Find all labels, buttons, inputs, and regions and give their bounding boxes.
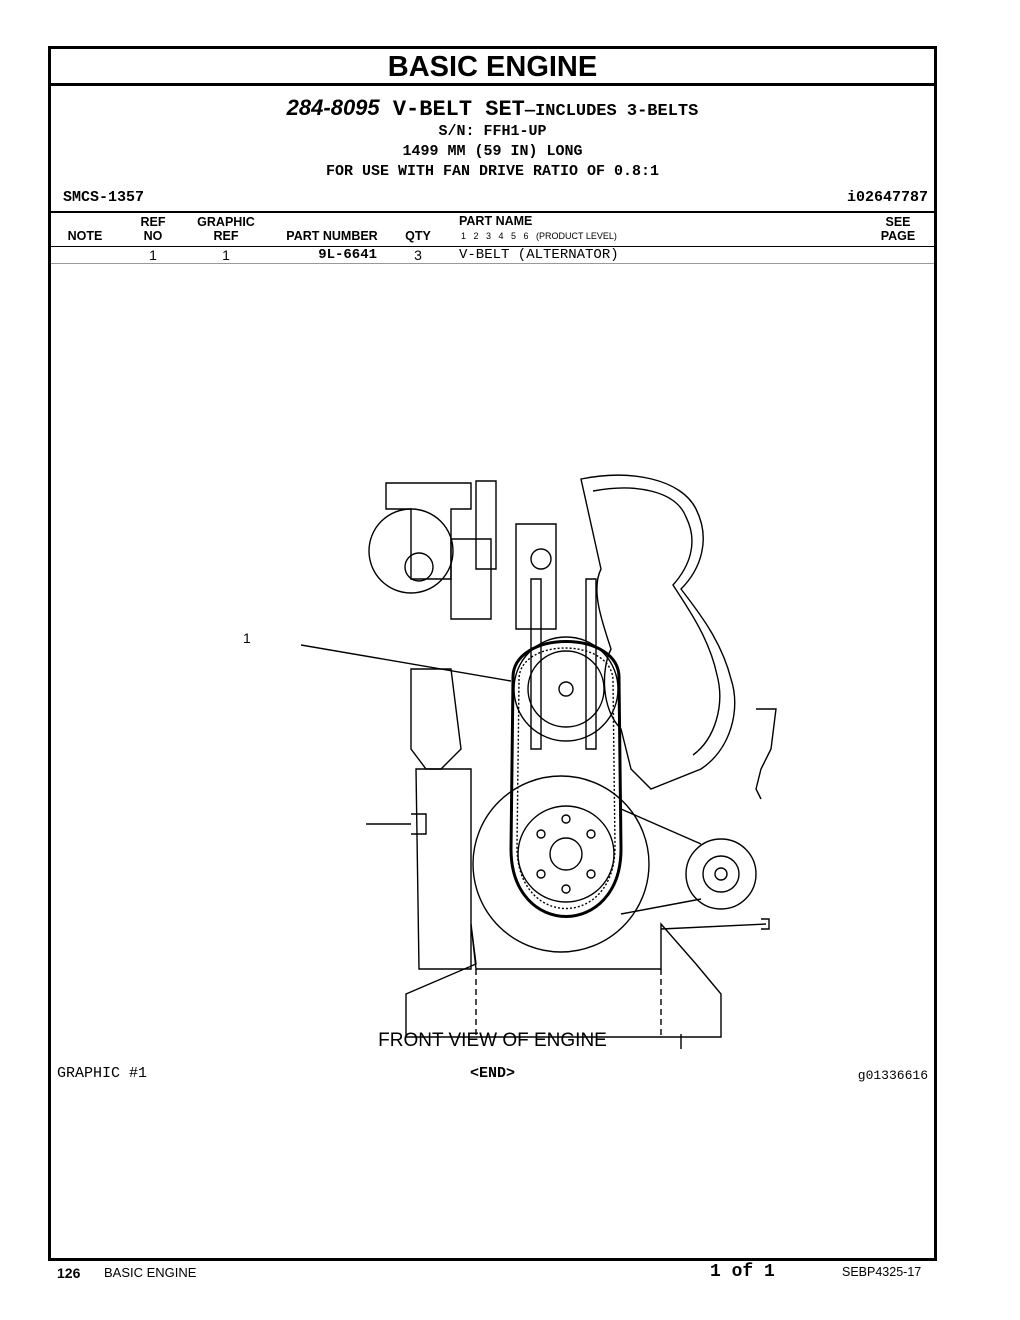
diagram-caption: FRONT VIEW OF ENGINE	[378, 1030, 607, 1051]
col-qty: QTY	[405, 229, 431, 243]
table-row-rule	[51, 263, 934, 264]
kit-includes: —INCLUDES 3-BELTS	[524, 102, 699, 121]
row-qty: 3	[414, 247, 422, 263]
col-graphic-ref-line2: REF	[213, 229, 239, 243]
footer-page-number: 126	[57, 1265, 81, 1281]
row-part-number: 9L-6641	[318, 247, 377, 263]
col-product-levels: 1 2 3 4 5 6 (PRODUCT LEVEL)	[461, 231, 617, 241]
col-see-page-line1: SEE	[885, 215, 911, 229]
kit-title: 284-8095 V-BELT SET—INCLUDES 3-BELTS	[51, 95, 934, 122]
footer-page-of: 1 of 1	[710, 1262, 775, 1282]
graphic-number: GRAPHIC #1	[57, 1065, 148, 1082]
col-graphic-ref-line1: GRAPHIC	[197, 215, 255, 229]
belt-length: 1499 MM (59 IN) LONG	[402, 143, 583, 160]
engine-front-view-diagram	[301, 474, 777, 1049]
footer-doc-number: SEBP4325-17	[842, 1265, 922, 1279]
footer-section: BASIC ENGINE	[104, 1265, 197, 1280]
row-ref-no: 1	[149, 247, 157, 263]
table-header-bottom-rule	[51, 246, 934, 247]
kit-name: V-BELT SET	[392, 97, 525, 122]
callout-leader-line	[301, 644, 512, 682]
col-see-page-line2: PAGE	[880, 229, 916, 243]
col-ref-no-line2: NO	[143, 229, 163, 243]
callout-number: 1	[243, 630, 251, 646]
col-ref-no-line1: REF	[140, 215, 166, 229]
col-part-name: PART NAME	[459, 214, 533, 228]
page-title: BASIC ENGINE	[51, 49, 934, 86]
end-marker: <END>	[469, 1065, 515, 1082]
col-part-number: PART NUMBER	[286, 229, 378, 243]
col-note: NOTE	[67, 229, 103, 243]
graphic-id: g01336616	[857, 1068, 928, 1083]
kit-part-number: 284-8095	[286, 95, 380, 120]
row-graphic-ref: 1	[222, 247, 230, 263]
smcs-code: SMCS-1357	[63, 189, 145, 206]
usage-note: FOR USE WITH FAN DRIVE RATIO OF 0.8:1	[325, 163, 660, 180]
serial-range: S/N: FFH1-UP	[438, 123, 547, 140]
row-part-name: V-BELT (ALTERNATOR)	[459, 247, 619, 263]
info-reference: i02647787	[846, 189, 928, 206]
table-header-top-rule	[51, 211, 934, 213]
parts-page-frame: BASIC ENGINE 284-8095 V-BELT SET—INCLUDE…	[48, 46, 937, 1261]
